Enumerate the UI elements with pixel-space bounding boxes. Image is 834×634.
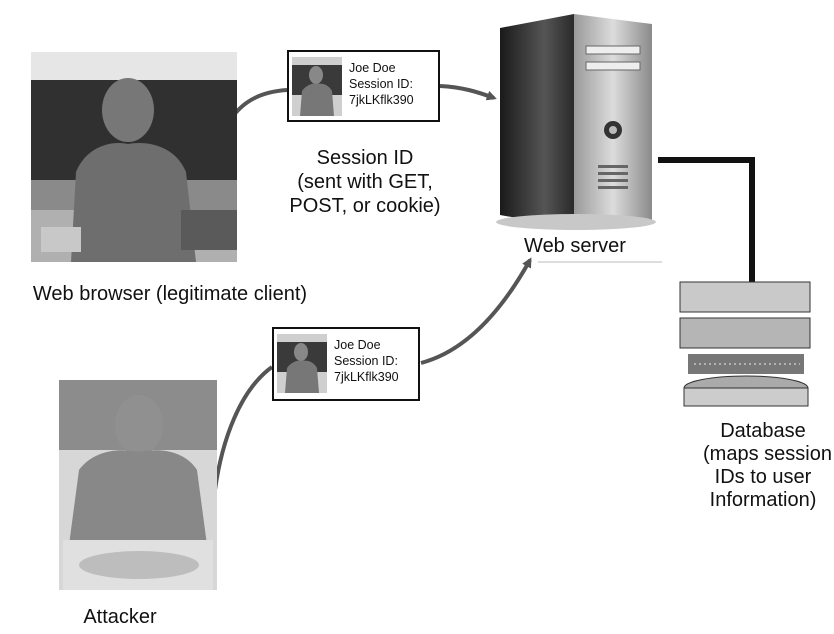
attacker-to-card-arrow [213,365,274,491]
database-caption-line-3: IDs to user [714,466,812,488]
session-caption-line-2: (sent with GET, [297,171,433,193]
card-session-id: 7jkLKflk390 [334,370,399,384]
session-card-stolen: Joe Doe Session ID: 7jkLKflk390 [272,327,420,401]
user-thumbnail [292,57,342,116]
legitimate-user-photo [31,52,237,262]
database-caption-line-1: Database [720,420,806,442]
server-underline [538,261,662,263]
card-to-server-attack-arrow [420,257,532,365]
session-caption-line-1: Session ID [316,147,414,169]
database-caption-line-4: Information) [709,489,817,511]
database-caption: Database (maps session IDs to user Infor… [703,420,832,512]
user-thumbnail [277,334,327,393]
card-to-server-arrow [439,84,497,101]
web-server-icon [496,14,656,230]
session-card-legitimate: Joe Doe Session ID: 7jkLKflk390 [287,50,440,122]
card-session-label: Session ID: [334,354,398,368]
session-caption-line-3: POST, or cookie) [289,195,441,217]
attacker-label: Attacker [83,606,157,628]
card-session-label: Session ID: [349,77,413,91]
card-session-id: 7jkLKflk390 [349,93,414,107]
database-caption-line-2: (maps session [703,443,832,465]
card-name: Joe Doe [334,338,381,352]
card-name: Joe Doe [349,61,396,75]
server-label: Web server [524,235,626,257]
server-database-connection [658,157,755,300]
database-icon [679,281,811,407]
browser-label: Web browser (legitimate client) [32,283,308,305]
session-caption: Session ID (sent with GET, POST, or cook… [270,146,460,218]
attacker-photo [59,380,217,590]
